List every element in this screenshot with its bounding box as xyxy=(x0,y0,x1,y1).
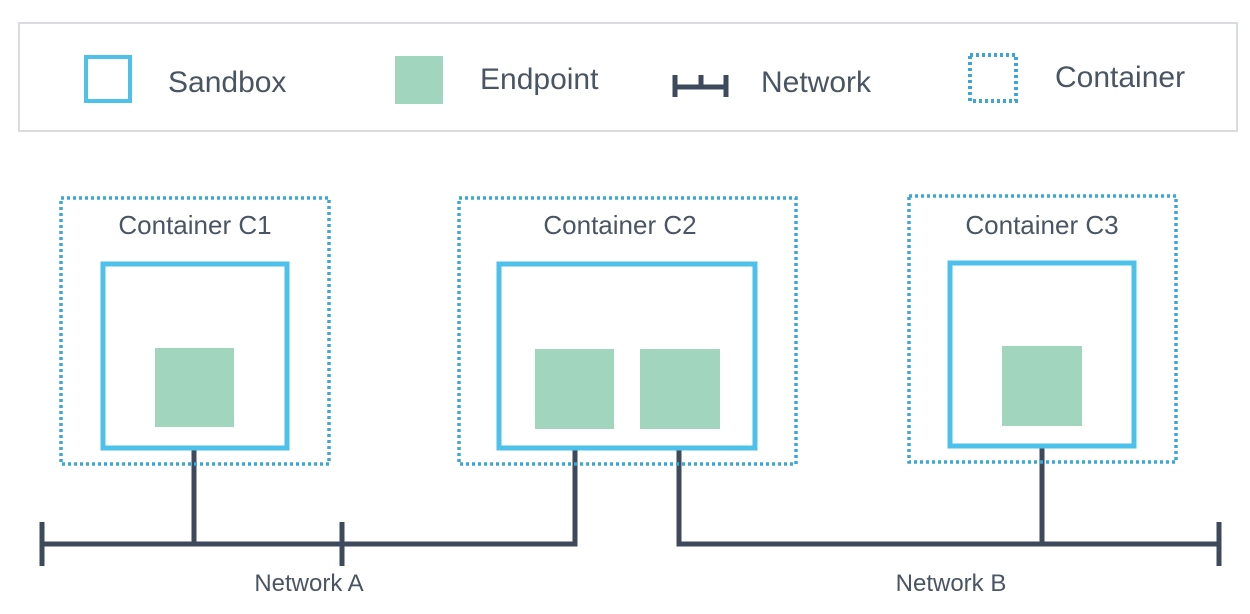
endpoint-icon xyxy=(395,56,443,104)
network-b-bus xyxy=(676,428,1219,547)
container-border xyxy=(59,196,331,466)
endpoint xyxy=(155,348,234,427)
network-b-label: Network B xyxy=(896,570,1007,597)
legend: Sandbox Endpoint Network Container xyxy=(18,22,1238,132)
legend-label-sandbox: Sandbox xyxy=(168,66,286,99)
legend-label-endpoint: Endpoint xyxy=(480,63,599,96)
container-c1: Container C1 xyxy=(59,196,331,466)
container-border xyxy=(907,194,1178,464)
endpoint xyxy=(640,349,720,429)
container-label: Container C2 xyxy=(543,210,696,240)
endpoint xyxy=(1002,346,1082,426)
network-a-link-c2 xyxy=(342,428,578,547)
legend-panel xyxy=(18,22,1238,132)
container-c3: Container C3 xyxy=(907,194,1178,464)
container-border xyxy=(457,196,798,466)
legend-label-network: Network xyxy=(761,66,872,99)
container-icon xyxy=(968,53,1018,103)
endpoint xyxy=(535,349,614,429)
sandbox-icon xyxy=(84,55,132,103)
container-c2: Container C2 xyxy=(457,196,798,466)
container-label: Container C3 xyxy=(965,210,1118,240)
container-label: Container C1 xyxy=(118,210,271,240)
network-icon xyxy=(672,75,729,97)
legend-label-container: Container xyxy=(1055,61,1185,94)
network-a-label: Network A xyxy=(254,570,363,597)
